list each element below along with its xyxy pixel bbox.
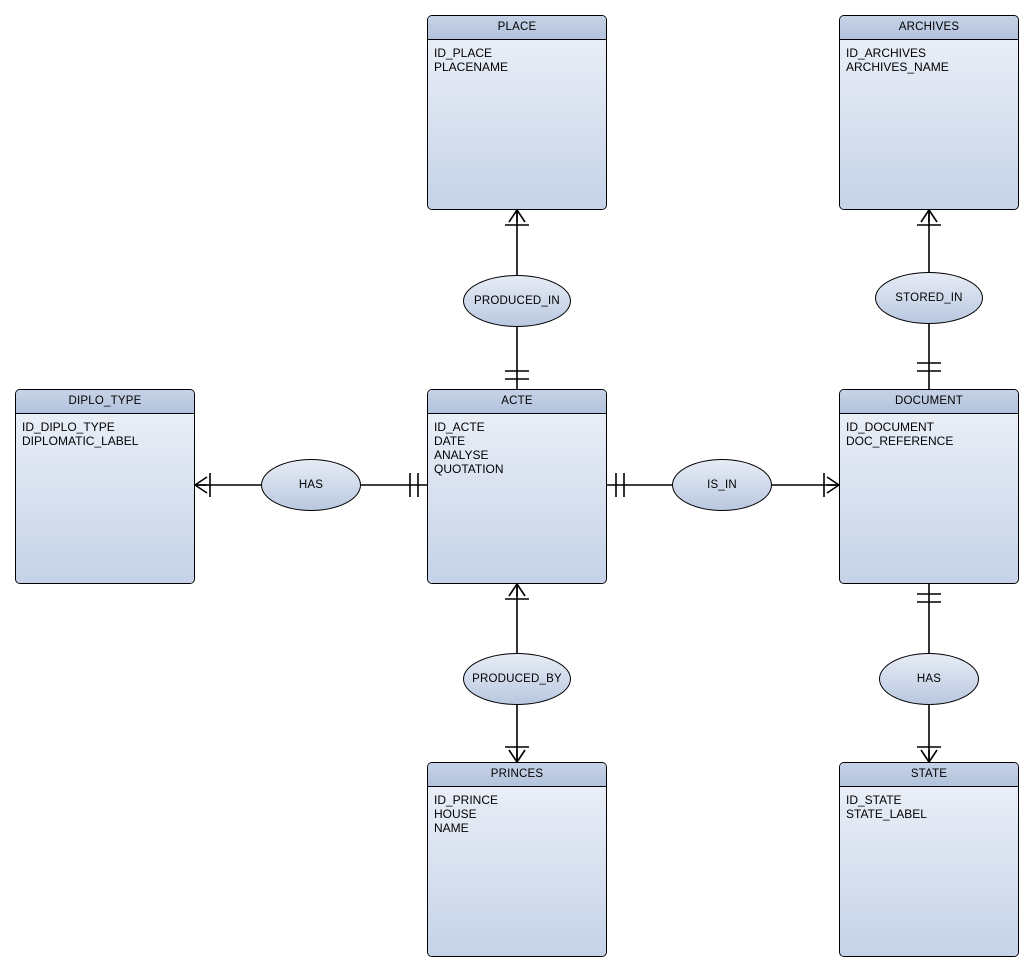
attribute: DOC_REFERENCE <box>846 434 954 448</box>
relationship-has-state-label: HAS <box>916 673 942 685</box>
relationship-is-in-label: IS_IN <box>707 479 737 491</box>
relationship-stored-in-label: STORED_IN <box>895 292 963 304</box>
attribute: ID_ARCHIVES <box>846 46 927 60</box>
attribute: ID_DIPLO_TYPE <box>22 420 115 434</box>
crowsfoot-archives <box>917 209 941 226</box>
entity-place[interactable]: PLACE ID_PLACE PLACENAME <box>427 15 607 210</box>
crowsfoot-place <box>505 209 529 226</box>
entity-state-title: STATE <box>840 763 1018 787</box>
entity-state[interactable]: STATE ID_STATE STATE_LABEL <box>839 762 1019 957</box>
relationship-is-in[interactable]: IS_IN <box>672 459 772 511</box>
crowsfoot-state-top <box>917 746 941 763</box>
relationship-has-state[interactable]: HAS <box>879 653 979 705</box>
doubletick-acte-left <box>409 473 419 497</box>
entity-acte-title: ACTE <box>428 390 606 414</box>
attribute: PLACENAME <box>434 60 509 74</box>
crowsfoot-acte-bottom <box>505 583 529 600</box>
attribute: ID_PRINCE <box>434 793 499 807</box>
entity-archives-attributes: ID_ARCHIVES ARCHIVES_NAME <box>840 40 1018 209</box>
relationship-stored-in[interactable]: STORED_IN <box>875 272 983 324</box>
entity-diplo-type-title: DIPLO_TYPE <box>16 390 194 414</box>
doubletick-document-top <box>917 362 941 372</box>
attribute: ID_PLACE <box>434 46 493 60</box>
entity-state-attributes: ID_STATE STATE_LABEL <box>840 787 1018 956</box>
entity-place-attributes: ID_PLACE PLACENAME <box>428 40 606 209</box>
entity-acte-attributes: ID_ACTE DATE ANALYSE QUOTATION <box>428 414 606 583</box>
relationship-produced-in[interactable]: PRODUCED_IN <box>463 275 571 327</box>
entity-archives-title: ARCHIVES <box>840 16 1018 40</box>
attribute: ID_DOCUMENT <box>846 420 935 434</box>
doubletick-acte-right <box>615 473 625 497</box>
attribute: DATE <box>434 434 466 448</box>
relationship-produced-in-label: PRODUCED_IN <box>474 295 560 307</box>
crowsfoot-diplotype <box>194 473 211 497</box>
attribute: QUOTATION <box>434 462 504 476</box>
relationship-produced-by-label: PRODUCED_BY <box>472 673 562 685</box>
entity-princes-title: PRINCES <box>428 763 606 787</box>
relationship-has-diplo-type[interactable]: HAS <box>261 459 361 511</box>
attribute: ARCHIVES_NAME <box>846 60 949 74</box>
attribute: ANALYSE <box>434 448 489 462</box>
attribute: NAME <box>434 821 469 835</box>
attribute: ID_STATE <box>846 793 902 807</box>
entity-diplo-type-attributes: ID_DIPLO_TYPE DIPLOMATIC_LABEL <box>16 414 194 583</box>
attribute: STATE_LABEL <box>846 807 927 821</box>
relationship-produced-by[interactable]: PRODUCED_BY <box>463 653 571 705</box>
entity-princes-attributes: ID_PRINCE HOUSE NAME <box>428 787 606 956</box>
attribute: DIPLOMATIC_LABEL <box>22 434 139 448</box>
entity-diplo-type[interactable]: DIPLO_TYPE ID_DIPLO_TYPE DIPLOMATIC_LABE… <box>15 389 195 584</box>
entity-acte[interactable]: ACTE ID_ACTE DATE ANALYSE QUOTATION <box>427 389 607 584</box>
relationship-has-diplo-type-label: HAS <box>298 479 324 491</box>
attribute: ID_ACTE <box>434 420 485 434</box>
doubletick-document-bottom <box>917 593 941 603</box>
entity-document[interactable]: DOCUMENT ID_DOCUMENT DOC_REFERENCE <box>839 389 1019 584</box>
entity-princes[interactable]: PRINCES ID_PRINCE HOUSE NAME <box>427 762 607 957</box>
crowsfoot-princes-top <box>505 746 529 763</box>
entity-archives[interactable]: ARCHIVES ID_ARCHIVES ARCHIVES_NAME <box>839 15 1019 210</box>
attribute: HOUSE <box>434 807 477 821</box>
entity-place-title: PLACE <box>428 16 606 40</box>
doubletick-acte-top <box>505 370 529 380</box>
entity-document-attributes: ID_DOCUMENT DOC_REFERENCE <box>840 414 1018 583</box>
entity-document-title: DOCUMENT <box>840 390 1018 414</box>
crowsfoot-document-left <box>823 473 840 497</box>
